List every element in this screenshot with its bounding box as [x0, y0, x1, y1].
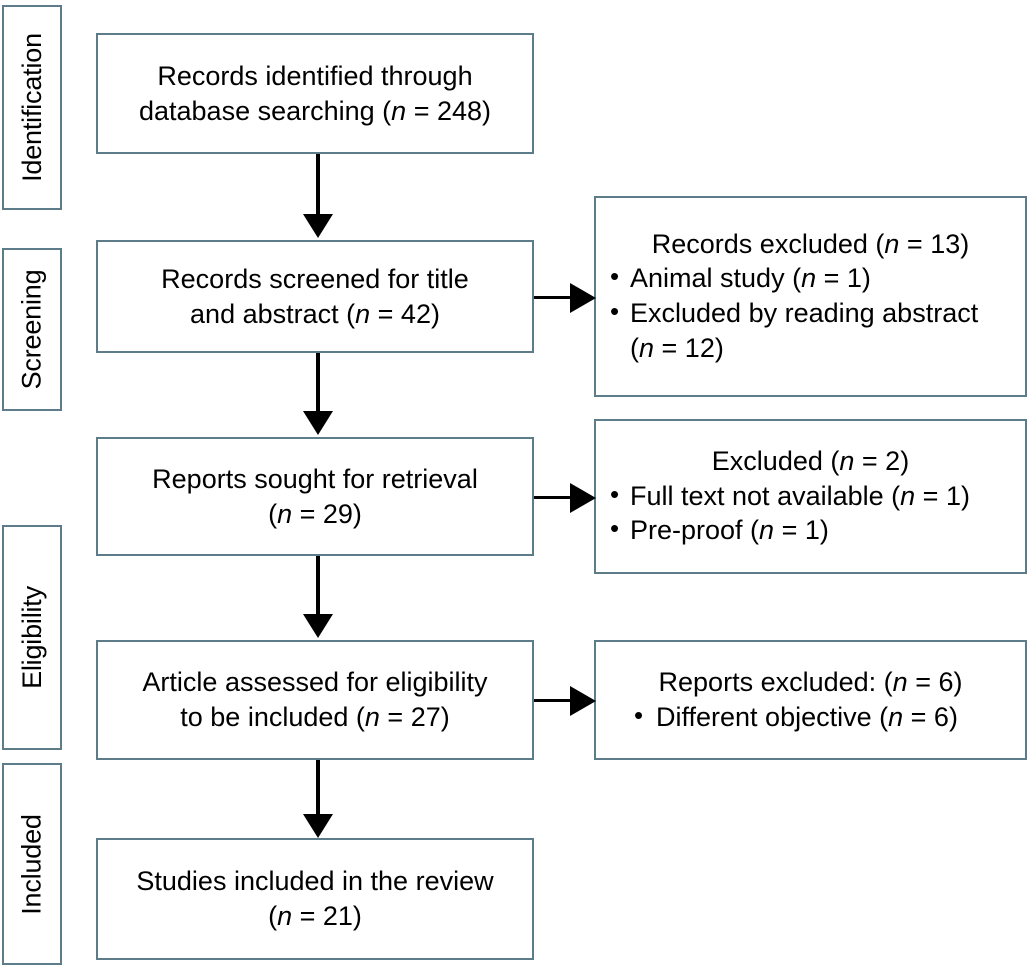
- connector-assessed-to-excluded: [534, 699, 574, 702]
- n-symbol: n: [892, 666, 908, 697]
- side-box-excluded-retrieval-list: Full text not available (n = 1) Pre-proo…: [606, 478, 1015, 548]
- text: = 12): [654, 332, 724, 363]
- list-item: Animal study (n = 1): [606, 260, 1015, 296]
- flow-box-records-screened-line2: and abstract (n = 42): [190, 297, 440, 332]
- flow-box-reports-sought-line1: Reports sought for retrieval: [152, 463, 478, 494]
- arrowhead-down-2: [303, 411, 333, 435]
- text: (: [630, 332, 639, 363]
- side-box-reports-excluded: Reports excluded: (n = 6) Different obje…: [594, 640, 1027, 760]
- n-symbol: n: [364, 702, 380, 732]
- text: = 6): [903, 701, 958, 732]
- phase-label-included: Included: [2, 763, 62, 965]
- side-box-excluded-retrieval: Excluded (n = 2) Full text not available…: [594, 419, 1027, 574]
- phase-label-identification: Identification: [2, 5, 62, 210]
- flow-box-studies-included: Studies included in the review (n = 21): [96, 838, 534, 960]
- text: Reports excluded: (: [658, 666, 893, 697]
- n-symbol: n: [884, 228, 900, 259]
- text: Records excluded (: [651, 228, 885, 259]
- flow-box-studies-included-line1: Studies included in the review: [136, 866, 494, 897]
- connector-screened-to-sought: [316, 353, 320, 413]
- connector-assessed-to-included: [316, 760, 320, 816]
- list-item-continuation: (n = 12): [606, 331, 1015, 366]
- list-item: Pre-proof (n = 1): [606, 512, 1015, 548]
- flow-box-records-identified-line1: Records identified through: [157, 60, 473, 91]
- text: Excluded by reading abstract: [630, 298, 979, 328]
- phase-label-screening: Screening: [2, 248, 62, 411]
- flow-box-article-assessed: Article assessed for eligibility to be i…: [96, 640, 534, 760]
- list-item: Full text not available (n = 1): [606, 478, 1015, 514]
- n-symbol: n: [839, 446, 855, 477]
- list-item: Excluded by reading abstract: [606, 295, 1015, 331]
- text: Different objective (: [656, 701, 889, 732]
- connector-identified-to-screened: [316, 154, 320, 216]
- flow-box-reports-sought-line2: (n = 29): [268, 497, 362, 532]
- side-box-excluded-retrieval-title: Excluded (n = 2): [606, 444, 1015, 479]
- text: = 29): [292, 498, 362, 529]
- phase-label-eligibility: Eligibility: [2, 525, 62, 750]
- n-symbol: n: [900, 480, 916, 511]
- side-box-records-excluded-list: Animal study (n = 1) Excluded by reading…: [606, 260, 1015, 366]
- flow-box-records-identified-line2: database searching (n = 248): [139, 94, 491, 129]
- connector-screened-to-excluded: [534, 296, 574, 299]
- text: (: [268, 498, 278, 529]
- arrowhead-down-1: [303, 214, 333, 238]
- arrowhead-right-2: [570, 483, 596, 513]
- flow-box-article-assessed-line2: to be included (n = 27): [180, 700, 449, 735]
- side-box-records-excluded: Records excluded (n = 13) Animal study (…: [594, 196, 1027, 397]
- side-box-records-excluded-title: Records excluded (n = 13): [606, 227, 1015, 262]
- side-box-reports-excluded-list: Different objective (n = 6): [606, 699, 1015, 735]
- text: Full text not available (: [630, 480, 901, 511]
- flow-box-records-identified: Records identified through database sear…: [96, 33, 534, 154]
- flow-box-records-screened: Records screened for title and abstract …: [96, 240, 534, 353]
- connector-sought-to-assessed: [316, 556, 320, 616]
- n-symbol: n: [639, 332, 655, 363]
- text: = 1): [816, 263, 871, 294]
- text: = 248): [406, 95, 491, 126]
- text: Pre-proof (: [630, 515, 760, 546]
- text: = 1): [774, 515, 829, 546]
- arrowhead-down-4: [303, 814, 333, 838]
- arrowhead-down-3: [303, 614, 333, 638]
- arrowhead-right-1: [570, 283, 596, 313]
- text: = 1): [915, 480, 970, 511]
- phase-label-included-text: Included: [16, 813, 47, 915]
- flow-box-reports-sought: Reports sought for retrieval (n = 29): [96, 437, 534, 556]
- text: = 6): [907, 666, 963, 697]
- connector-sought-to-excluded: [534, 496, 574, 499]
- flow-box-records-screened-line1: Records screened for title: [161, 263, 469, 294]
- text: and abstract (: [190, 298, 356, 329]
- n-symbol: n: [391, 95, 407, 126]
- text: = 2): [854, 446, 910, 477]
- text: = 27): [379, 702, 450, 732]
- text: = 42): [370, 298, 440, 329]
- text: (: [268, 901, 278, 931]
- text: database searching (: [138, 95, 392, 126]
- flow-box-studies-included-line2: (n = 21): [268, 899, 362, 934]
- text: to be included (: [180, 702, 365, 732]
- n-symbol: n: [277, 901, 293, 931]
- n-symbol: n: [759, 515, 775, 546]
- n-symbol: n: [277, 498, 293, 529]
- text: Animal study (: [630, 263, 802, 294]
- n-symbol: n: [801, 263, 817, 294]
- phase-label-eligibility-text: Eligibility: [16, 586, 47, 689]
- flow-box-article-assessed-line1: Article assessed for eligibility: [142, 667, 488, 698]
- phase-label-identification-text: Identification: [16, 33, 47, 182]
- n-symbol: n: [355, 298, 371, 329]
- text: = 13): [899, 228, 970, 259]
- phase-label-screening-text: Screening: [16, 269, 47, 390]
- text: Excluded (: [711, 446, 840, 477]
- list-item: Different objective (n = 6): [606, 699, 1015, 735]
- text: = 21): [292, 901, 362, 931]
- side-box-reports-excluded-title: Reports excluded: (n = 6): [606, 665, 1015, 700]
- n-symbol: n: [888, 701, 904, 732]
- arrowhead-right-3: [570, 686, 596, 716]
